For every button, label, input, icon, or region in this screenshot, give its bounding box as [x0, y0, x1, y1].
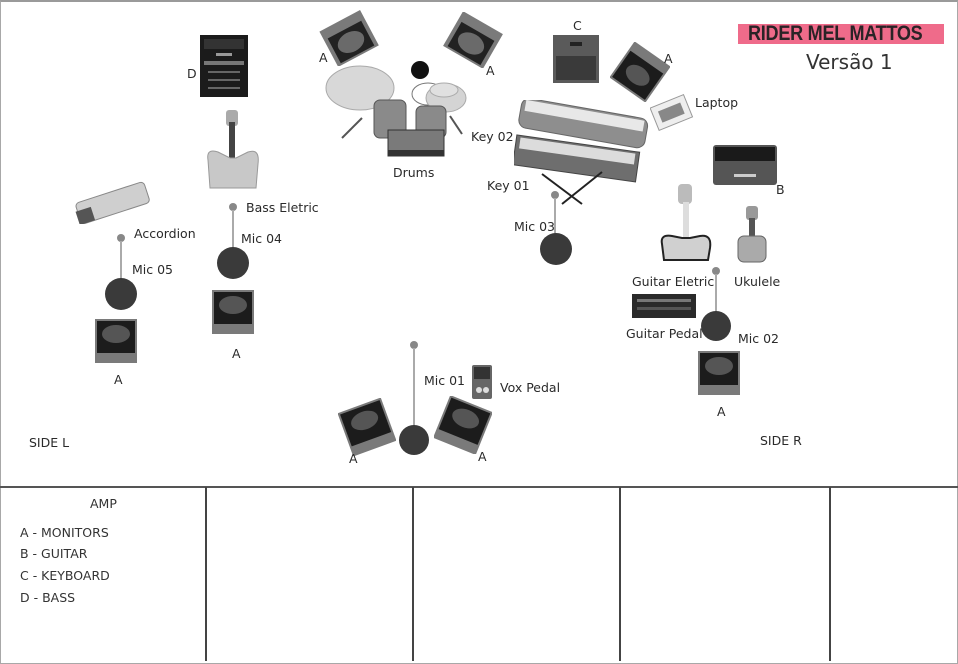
accordion-icon: [75, 181, 150, 224]
vox-pedal-label: Vox Pedal: [500, 380, 561, 395]
guitar-pedal-label: Guitar Pedal: [626, 326, 703, 341]
electric-guitar-icon: [660, 184, 712, 261]
guitar-pedal-icon: [632, 294, 696, 318]
monitor-icon: [443, 12, 503, 68]
drum-kit-icon: [325, 61, 467, 157]
monitor-label: A: [114, 372, 123, 387]
mic-base-icon: [399, 425, 429, 455]
keyboards-icon: [514, 100, 649, 205]
mic05-label: Mic 05: [132, 262, 174, 277]
ukulele-icon: [737, 206, 767, 263]
legend-item: D - BASS: [20, 590, 76, 605]
bass-amp-icon: [200, 35, 248, 97]
stage-plot: RIDER MEL MATTOS Versão 1 A A Drums D: [29, 10, 944, 466]
mic-base-icon: [701, 311, 731, 341]
monitor-label: A: [478, 449, 487, 464]
amp-c-label: C: [573, 18, 582, 33]
mic-base-icon: [105, 278, 137, 310]
rider-title: RIDER MEL MATTOS: [748, 22, 923, 45]
mic-base-icon: [540, 233, 572, 265]
guitar-amp-icon: [713, 145, 777, 185]
monitor-label: A: [349, 451, 358, 466]
mic04-label: Mic 04: [241, 231, 283, 246]
laptop-icon: [650, 94, 694, 132]
monitor-icon: [95, 319, 137, 363]
monitor-label: A: [319, 50, 328, 65]
legend-item: A - MONITORS: [20, 525, 109, 540]
legend-item: C - KEYBOARD: [20, 568, 110, 583]
monitor-label: A: [717, 404, 726, 419]
table-top-border: [0, 486, 958, 488]
vox-pedal-icon: [472, 365, 492, 399]
guitar-label: Guitar Eletric: [632, 274, 715, 289]
table-column-divider: [619, 487, 621, 661]
monitor-label: A: [232, 346, 241, 361]
monitor-icon: [434, 396, 492, 454]
table-column-divider: [829, 487, 831, 661]
monitor-icon: [610, 42, 670, 102]
monitor-label: A: [486, 63, 495, 78]
amp-b-label: B: [776, 182, 785, 197]
keyboard-amp-icon: [553, 35, 599, 83]
legend-item: B - GUITAR: [20, 546, 88, 561]
key02-label: Key 02: [471, 129, 514, 144]
mic01-label: Mic 01: [424, 373, 466, 388]
bass-guitar-icon: [207, 110, 259, 189]
mic-stand-icon: [410, 341, 418, 438]
ukulele-label: Ukulele: [734, 274, 781, 289]
monitor-icon: [212, 290, 254, 334]
mic02-label: Mic 02: [738, 331, 780, 346]
title-band: [738, 24, 944, 44]
side-right-label: SIDE R: [760, 433, 802, 448]
drums-label: Drums: [393, 165, 435, 180]
mic03-label: Mic 03: [514, 219, 556, 234]
laptop-label: Laptop: [695, 95, 739, 110]
bass-label: Bass Eletric: [246, 200, 319, 215]
monitor-icon: [698, 351, 740, 395]
table-column-divider: [205, 487, 207, 661]
key01-label: Key 01: [487, 178, 530, 193]
legend-title: AMP: [90, 496, 117, 511]
amp-d-label: D: [187, 66, 197, 81]
monitor-label: A: [664, 51, 673, 66]
version-label: Versão 1: [806, 50, 893, 74]
accordion-label: Accordion: [134, 226, 196, 241]
monitor-icon: [338, 398, 396, 456]
side-left-label: SIDE L: [29, 435, 70, 450]
table-column-divider: [412, 487, 414, 661]
monitor-icon: [319, 10, 379, 66]
mic-base-icon: [217, 247, 249, 279]
